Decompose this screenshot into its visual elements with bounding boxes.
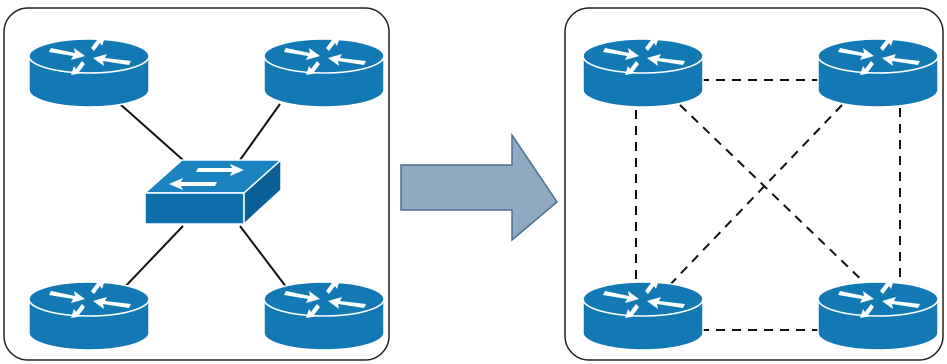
link-switch-top-right bbox=[239, 103, 281, 161]
right-panel-frame bbox=[564, 7, 944, 361]
switch-icon bbox=[143, 158, 283, 226]
right-router-top-left-icon bbox=[582, 36, 704, 108]
right-router-bottom-left-icon bbox=[582, 279, 704, 351]
link-switch-top-left bbox=[119, 103, 184, 161]
left-links bbox=[119, 103, 291, 293]
left-router-top-right-icon bbox=[263, 36, 385, 108]
right-router-top-right-icon bbox=[817, 36, 939, 108]
right-arrow-icon bbox=[400, 132, 558, 242]
left-router-bottom-left-icon bbox=[28, 279, 150, 351]
link-diagonal-2 bbox=[664, 104, 843, 291]
left-panel-frame bbox=[3, 7, 390, 361]
left-router-bottom-right-icon bbox=[263, 279, 385, 351]
link-diagonal-1 bbox=[679, 104, 871, 289]
left-router-top-left-icon bbox=[28, 36, 150, 108]
link-switch-bottom-right bbox=[239, 225, 291, 293]
right-router-bottom-right-icon bbox=[817, 279, 939, 351]
right-links bbox=[635, 79, 901, 331]
link-switch-bottom-left bbox=[119, 225, 184, 293]
